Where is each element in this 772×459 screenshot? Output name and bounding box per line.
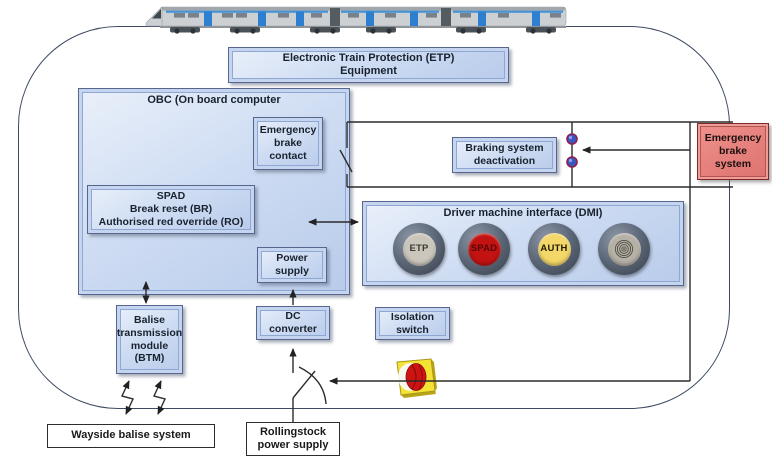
btm-box: Balise transmission module (BTM) — [116, 305, 183, 374]
ebc-line: brake — [273, 137, 303, 150]
braking-system-deactivation-box: Braking system deactivation — [452, 137, 557, 173]
etp-equipment-line1: Electronic Train Protection (ETP) — [282, 51, 455, 64]
emergency-stop-button[interactable] — [390, 355, 438, 401]
braking-line: deactivation — [473, 155, 536, 167]
emergency-brake-system-box: Emergency brake system — [697, 123, 769, 180]
ebs-line: Emergency — [704, 131, 762, 144]
isolation-switch-box: Isolation switch — [375, 307, 450, 340]
isolation-line: Isolation — [390, 310, 435, 323]
emergency-brake-contact-box: Emergency brake contact — [253, 117, 323, 170]
braking-line: Braking system — [465, 142, 544, 155]
spad-line: Break reset (BR) — [129, 203, 213, 216]
btm-line: transmission — [116, 326, 183, 339]
spad-button-label: SPAD — [467, 232, 501, 266]
dc-line: converter — [269, 323, 317, 335]
ebs-line: system — [714, 158, 752, 171]
spad-line: SPAD — [156, 190, 186, 203]
ebc-line: contact — [269, 149, 307, 162]
buzzer-rings-icon — [607, 232, 641, 266]
wayside-label: Wayside balise system — [71, 429, 191, 442]
rollingstock-line: Rollingstock — [259, 425, 326, 438]
etp-button[interactable]: ETP — [393, 223, 445, 275]
power-supply-line: Power — [276, 252, 308, 265]
auth-button-label: AUTH — [537, 232, 571, 266]
ebc-line: Emergency — [259, 124, 317, 137]
auth-button[interactable]: AUTH — [528, 223, 580, 275]
power-supply-line: supply — [275, 265, 309, 277]
obc-title: OBC (On board computer — [147, 94, 281, 106]
btm-line: module — [130, 339, 169, 352]
ebs-line: brake — [718, 144, 748, 157]
dc-line: DC — [285, 310, 301, 323]
dmi-title: Driver machine interface (DMI) — [443, 207, 603, 219]
spad-break-reset-box: SPAD Break reset (BR) Authorised red ove… — [87, 185, 255, 234]
isolation-line: switch — [396, 323, 429, 336]
rollingstock-power-supply-box: Rollingstock power supply — [246, 422, 340, 456]
power-supply-box: Power supply — [257, 247, 327, 283]
wayside-balise-system-box: Wayside balise system — [47, 424, 215, 448]
dmi-box: Driver machine interface (DMI) ETP SPAD … — [362, 201, 684, 286]
rollingstock-line: power supply — [257, 439, 329, 451]
etp-equipment-line2: Equipment — [340, 65, 397, 77]
dc-converter-box: DC converter — [256, 306, 330, 340]
btm-line: (BTM) — [134, 352, 165, 365]
btm-line: Balise — [134, 313, 165, 326]
spad-line: Authorised red override (RO) — [98, 215, 244, 228]
etp-equipment-box: Electronic Train Protection (ETP) Equipm… — [228, 47, 509, 83]
buzzer-button[interactable] — [598, 223, 650, 275]
train-doors — [204, 11, 540, 26]
spad-button[interactable]: SPAD — [458, 223, 510, 275]
etp-button-label: ETP — [402, 232, 436, 266]
